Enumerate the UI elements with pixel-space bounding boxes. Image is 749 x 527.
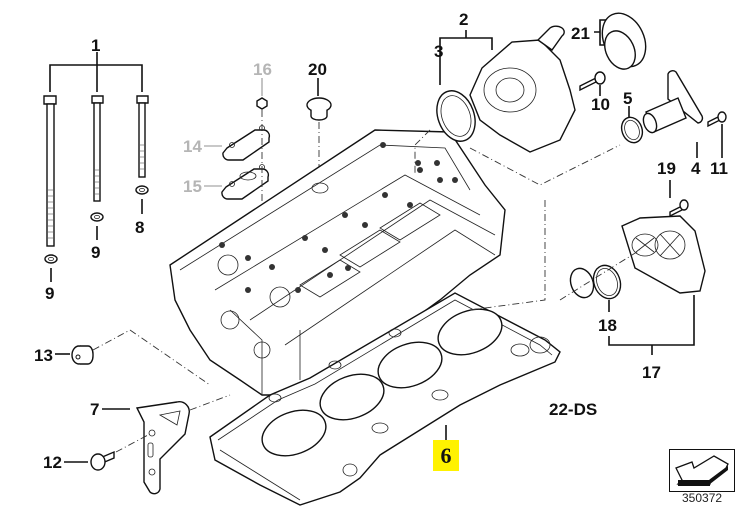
flange-housing[interactable] bbox=[469, 180, 706, 355]
callout-19[interactable]: 19 bbox=[657, 159, 676, 178]
back-navigation-button[interactable] bbox=[669, 449, 735, 492]
back-arrow-icon bbox=[675, 455, 729, 486]
diagram-reference-number: 350372 bbox=[682, 491, 723, 505]
callout-9[interactable]: 9 bbox=[91, 243, 100, 262]
callout-10[interactable]: 10 bbox=[591, 95, 610, 114]
adapter-4[interactable] bbox=[641, 70, 704, 158]
callout-8[interactable]: 8 bbox=[135, 218, 144, 237]
o-ring-set[interactable] bbox=[594, 6, 654, 74]
vacuum-pump[interactable] bbox=[414, 25, 621, 186]
engine-code-label: 22-DS bbox=[549, 400, 598, 419]
callout-9-lower[interactable]: 9 bbox=[45, 284, 54, 303]
callout-14[interactable]: 14 bbox=[183, 137, 202, 156]
head-bolts[interactable] bbox=[43, 52, 149, 282]
bolt-10[interactable] bbox=[579, 71, 606, 96]
callout-21[interactable]: 21 bbox=[571, 24, 590, 43]
callout-18[interactable]: 18 bbox=[598, 316, 617, 335]
callout-15[interactable]: 15 bbox=[183, 177, 202, 196]
cylinder-head-gasket[interactable] bbox=[209, 292, 561, 506]
bolt-11[interactable] bbox=[707, 111, 727, 158]
callout-3[interactable]: 3 bbox=[434, 42, 443, 61]
callout-4[interactable]: 4 bbox=[691, 159, 701, 178]
screw-plug-13[interactable] bbox=[55, 329, 211, 386]
screw-plug[interactable] bbox=[306, 78, 332, 185]
callout-11[interactable]: 11 bbox=[710, 159, 728, 178]
callout-6: 6 bbox=[440, 443, 452, 468]
callout-13[interactable]: 13 bbox=[34, 346, 53, 365]
callout-6-highlighted[interactable]: 6 bbox=[433, 440, 459, 471]
callout-5[interactable]: 5 bbox=[623, 89, 632, 108]
callout-12[interactable]: 12 bbox=[43, 453, 62, 472]
callout-2[interactable]: 2 bbox=[459, 10, 468, 29]
callout-7[interactable]: 7 bbox=[90, 400, 99, 419]
callout-16[interactable]: 16 bbox=[253, 60, 272, 79]
callout-1[interactable]: 1 bbox=[91, 36, 100, 55]
cylinder-head[interactable] bbox=[169, 129, 506, 396]
callout-20[interactable]: 20 bbox=[308, 60, 327, 79]
bolt-12[interactable] bbox=[64, 434, 149, 471]
callout-17[interactable]: 17 bbox=[642, 363, 661, 382]
seal-ring-5[interactable] bbox=[618, 106, 646, 146]
bracket-7[interactable] bbox=[102, 394, 231, 495]
